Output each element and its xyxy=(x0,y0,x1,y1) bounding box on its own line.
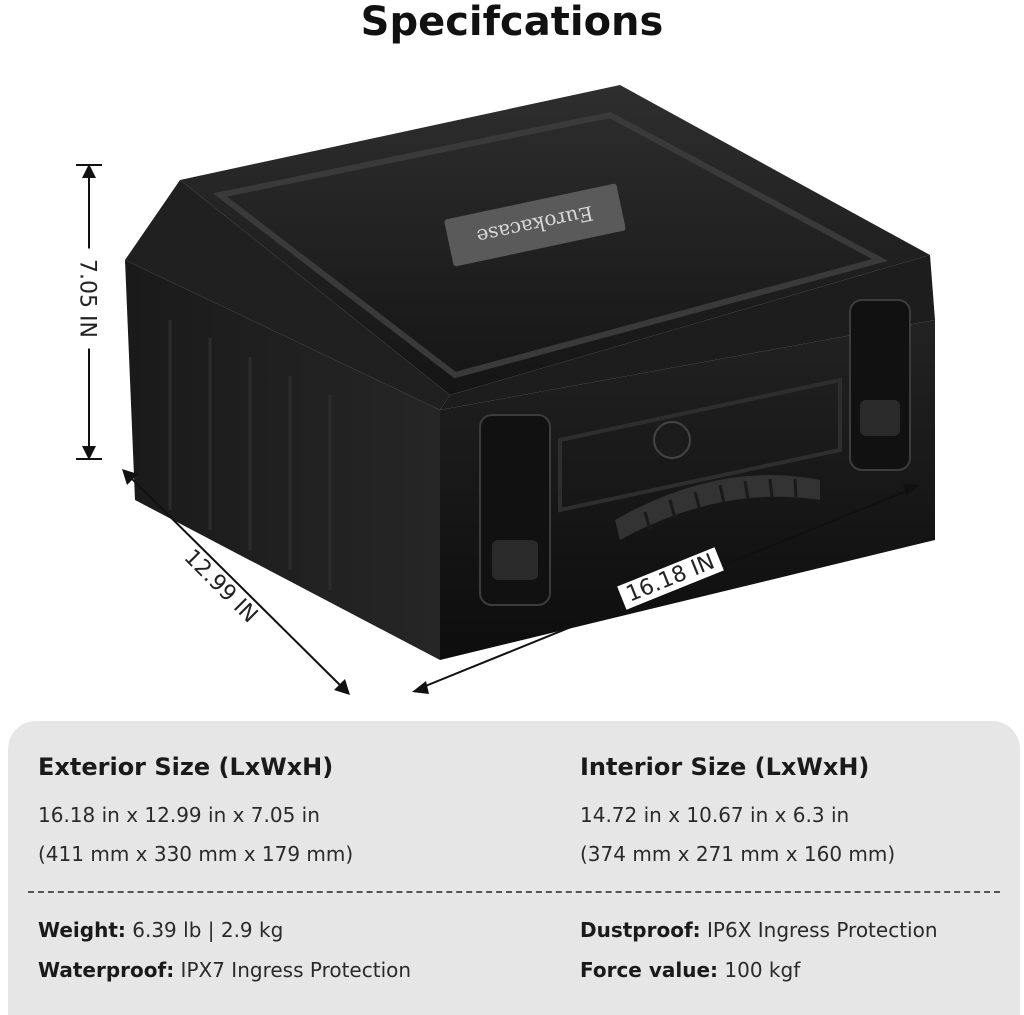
waterproof-value: IPX7 Ingress Protection xyxy=(174,958,412,982)
dustproof-value: IP6X Ingress Protection xyxy=(700,918,938,942)
force-value: 100 kgf xyxy=(718,958,801,982)
exterior-size-metric: (411 mm x 330 mm x 179 mm) xyxy=(38,842,354,866)
weight-label: Weight: xyxy=(38,918,126,942)
exterior-size-title: Exterior Size (LxWxH) xyxy=(38,753,334,781)
waterproof-spec: Waterproof: IPX7 Ingress Protection xyxy=(38,958,411,982)
force-label: Force value: xyxy=(580,958,719,982)
height-label: 7.05 IN xyxy=(74,248,100,349)
dashed-divider xyxy=(28,891,1000,893)
interior-size-title: Interior Size (LxWxH) xyxy=(580,753,870,781)
weight-spec: Weight: 6.39 lb | 2.9 kg xyxy=(38,918,283,942)
interior-size-metric: (374 mm x 271 mm x 160 mm) xyxy=(580,842,896,866)
waterproof-label: Waterproof: xyxy=(38,958,175,982)
page-title: Specifcations xyxy=(360,0,664,45)
hard-case-image: Eurokacase xyxy=(125,85,935,660)
dustproof-label: Dustproof: xyxy=(580,918,701,942)
weight-value: 6.39 lb | 2.9 kg xyxy=(125,918,284,942)
width-arrow-icon xyxy=(122,469,350,695)
exterior-size-imperial: 16.18 in x 12.99 in x 7.05 in xyxy=(38,803,320,827)
dustproof-spec: Dustproof: IP6X Ingress Protection xyxy=(580,918,938,942)
force-spec: Force value: 100 kgf xyxy=(580,958,800,982)
specs-panel: Exterior Size (LxWxH) 16.18 in x 12.99 i… xyxy=(8,721,1020,1015)
interior-size-imperial: 14.72 in x 10.67 in x 6.3 in xyxy=(580,803,850,827)
